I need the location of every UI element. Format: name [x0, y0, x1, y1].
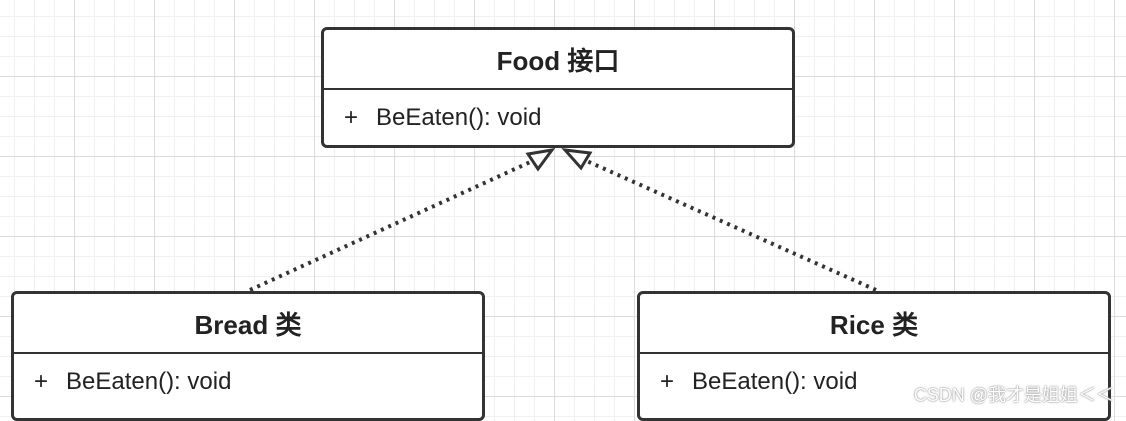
bread-realization-line	[249, 156, 540, 292]
food-member-visibility: +	[344, 104, 359, 131]
rice-class-title: Rice 类	[640, 294, 1108, 354]
rice-class-members: + BeEaten(): void	[640, 354, 1108, 410]
watermark-text: CSDN @我才是姐姐＜＜	[913, 385, 1114, 405]
bread-realization-arrowhead	[525, 147, 556, 172]
rice-realization-arrowhead	[561, 148, 593, 171]
food-interface-members: + BeEaten(): void	[324, 90, 792, 145]
food-interface-title: Food 接口	[324, 30, 792, 90]
bread-member-method: BeEaten(): void	[66, 368, 232, 395]
bread-class-title: Bread 类	[14, 294, 482, 354]
rice-class-box[interactable]: Rice 类 + BeEaten(): void	[637, 291, 1111, 421]
food-member-method: BeEaten(): void	[376, 104, 542, 131]
bread-class-members: + BeEaten(): void	[14, 354, 482, 410]
bread-member-visibility: +	[34, 368, 49, 395]
bread-to-food-realization	[249, 147, 556, 292]
rice-to-food-realization	[561, 148, 877, 292]
rice-member-method: BeEaten(): void	[692, 368, 858, 395]
bread-class-box[interactable]: Bread 类 + BeEaten(): void	[11, 291, 485, 421]
rice-realization-line	[579, 156, 877, 292]
food-interface-box[interactable]: Food 接口 + BeEaten(): void	[321, 27, 795, 148]
rice-member-visibility: +	[660, 368, 675, 395]
